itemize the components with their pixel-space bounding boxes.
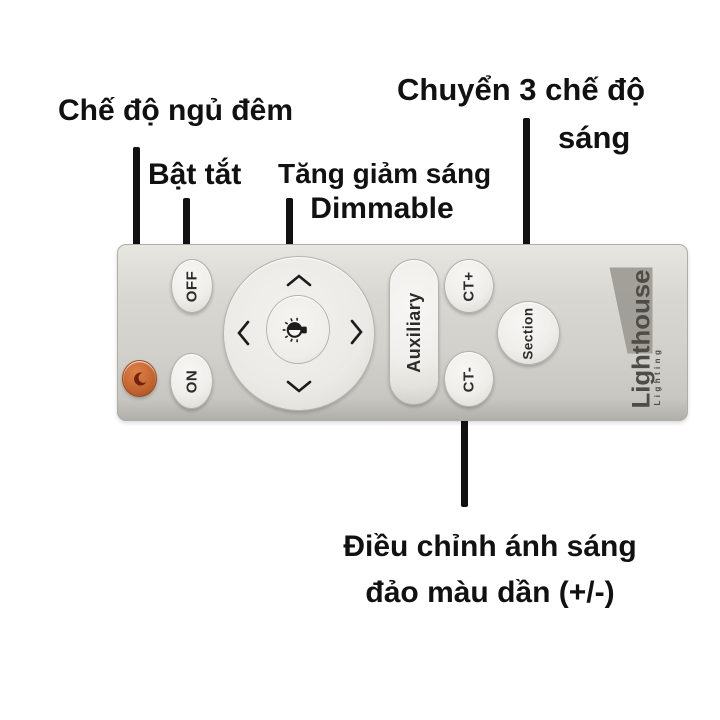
ct-plus-button-label: CT+ bbox=[460, 270, 478, 302]
chevron-left-icon bbox=[236, 320, 249, 346]
on-button[interactable]: ON bbox=[170, 353, 213, 409]
label-dimmable-line2: Dimmable bbox=[310, 192, 454, 226]
label-dimmable: Tăng giảm sáng Dimmable bbox=[278, 157, 492, 228]
label-ct-adjust: Điều chỉnh ánh sáng đảo màu dần (+/-) bbox=[334, 524, 646, 615]
dim-center-button[interactable] bbox=[266, 295, 330, 364]
off-button[interactable]: OFF bbox=[171, 259, 213, 313]
sleep-button[interactable] bbox=[122, 360, 157, 397]
pointer-line-ct bbox=[461, 406, 468, 507]
brand-logo: Lighthouse Lighting bbox=[607, 267, 662, 410]
pointer-line-on-off bbox=[183, 198, 190, 255]
ct-minus-button[interactable]: CT- bbox=[444, 351, 494, 407]
on-button-label: ON bbox=[183, 369, 200, 393]
auxiliary-button-label: Auxiliary bbox=[403, 291, 424, 373]
lighthouse-tower-shape bbox=[609, 267, 653, 354]
remote-control: OFF ON bbox=[117, 244, 688, 421]
off-button-label: OFF bbox=[183, 270, 201, 302]
ct-plus-button[interactable]: CT+ bbox=[444, 259, 494, 313]
label-ct-adjust-line2: đảo màu dần (+/-) bbox=[365, 575, 615, 609]
section-button-label: Section bbox=[520, 306, 536, 360]
brand-tagline-text: Lighting bbox=[653, 347, 662, 406]
chevron-right-icon bbox=[350, 319, 363, 345]
dpad-left-button[interactable] bbox=[232, 317, 254, 349]
pointer-line-3-modes bbox=[523, 118, 530, 304]
crescent-moon-icon bbox=[133, 372, 146, 386]
label-sleep-mode: Chế độ ngủ đêm bbox=[58, 94, 293, 127]
dpad-right-button[interactable] bbox=[345, 316, 367, 348]
label-3-modes-line1: Chuyển 3 chế độ bbox=[397, 72, 646, 107]
ct-minus-button-label: CT- bbox=[460, 366, 478, 392]
chevron-up-icon bbox=[286, 273, 312, 286]
brand-name-text: Lighthouse bbox=[628, 269, 656, 408]
label-on-off: Bật tắt bbox=[148, 158, 242, 191]
auxiliary-button[interactable]: Auxiliary bbox=[389, 259, 439, 405]
label-3-modes-line2: sáng bbox=[558, 120, 631, 155]
lighthouse-logo-graphic: Lighthouse Lighting bbox=[609, 267, 662, 409]
section-button[interactable]: Section bbox=[497, 301, 560, 365]
dpad-down-button[interactable] bbox=[283, 375, 315, 397]
light-bulb-icon bbox=[282, 317, 307, 342]
chevron-down-icon bbox=[286, 380, 312, 393]
pointer-line-dimmable bbox=[286, 198, 293, 255]
label-dimmable-line1: Tăng giảm sáng bbox=[278, 158, 492, 189]
dpad bbox=[223, 256, 375, 411]
dpad-up-button[interactable] bbox=[283, 269, 315, 291]
label-ct-adjust-line1: Điều chỉnh ánh sáng bbox=[343, 530, 637, 563]
